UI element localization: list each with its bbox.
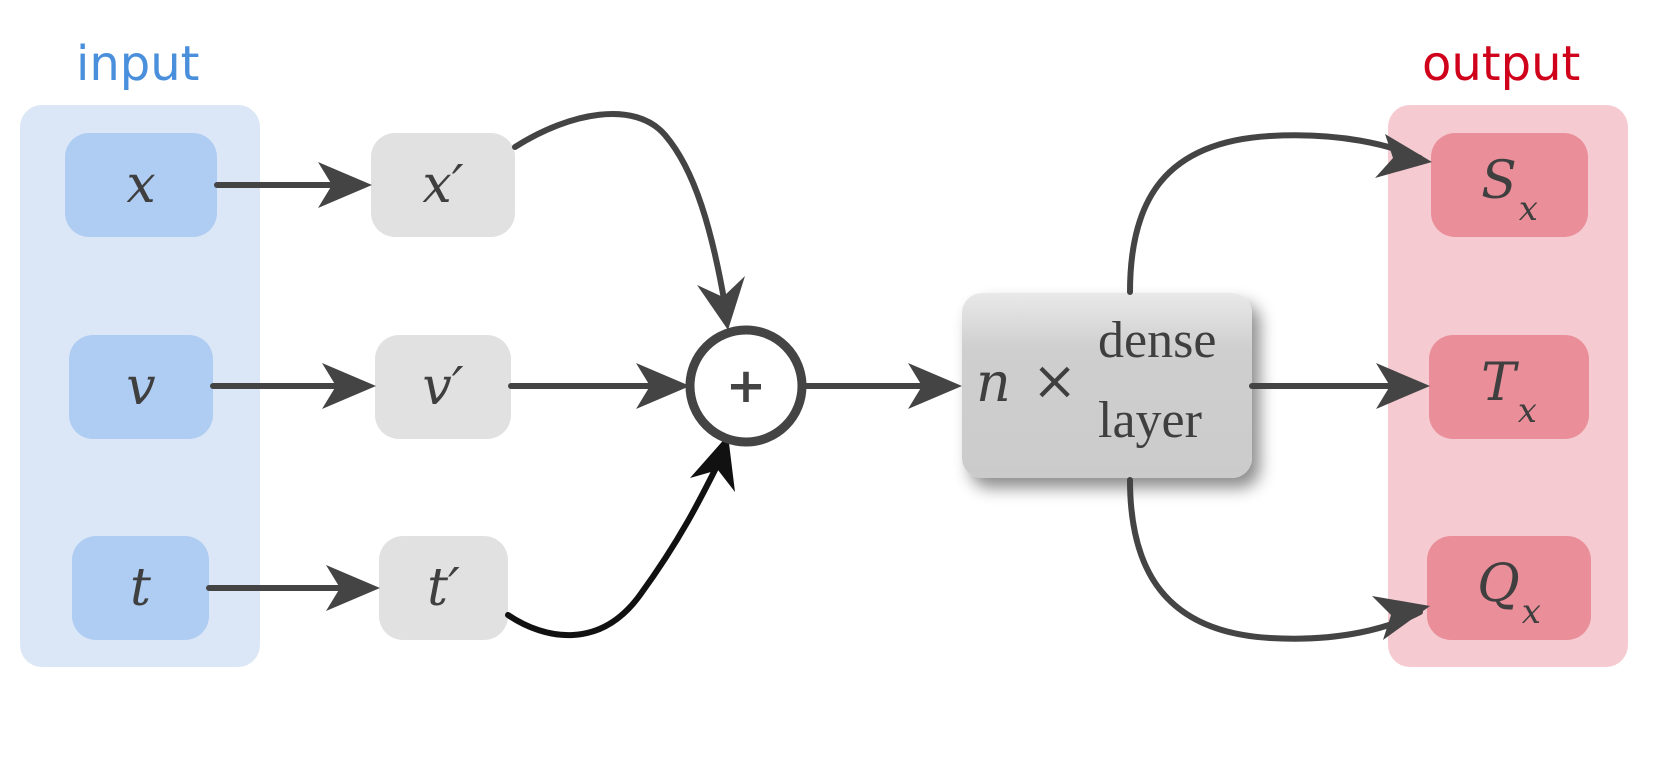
output-label-s: Sx [1481, 151, 1538, 228]
dense-label-line2: layer [1098, 392, 1202, 449]
arrow-x-sum [512, 111, 728, 308]
embed-label-t: t′ [427, 558, 460, 618]
output-node-s: Sx [1431, 133, 1588, 237]
arrowhead-t-embed [326, 565, 380, 611]
output-s-base: S [1481, 151, 1517, 212]
output-q-base: Q [1477, 554, 1520, 615]
input-label-t: t [130, 558, 151, 618]
sum-symbol: + [726, 358, 766, 414]
arrow-dense-q [1127, 477, 1423, 642]
embed-node-x: x′ [371, 133, 515, 237]
output-t-sub: x [1517, 390, 1537, 431]
output-label-q: Qx [1477, 554, 1541, 631]
arrowhead-dense-t [1376, 363, 1430, 409]
embed-node-t: t′ [379, 536, 508, 640]
dense-times: × [1032, 349, 1078, 412]
output-t-base: T [1481, 353, 1516, 414]
sum-node [685, 325, 807, 447]
dense-n: n [976, 351, 1011, 414]
input-node-t: t [72, 536, 209, 640]
arrowhead-dense-s [1375, 134, 1432, 178]
embed-node-v: v′ [375, 335, 511, 439]
output-heading: output [1422, 36, 1581, 92]
input-node-v: v [69, 335, 213, 439]
arrow-t-sum [505, 457, 723, 639]
arrowhead-dense-q [1372, 596, 1430, 640]
input-label-x: x [126, 155, 156, 215]
embed-label-x: x′ [422, 155, 464, 215]
output-s-sub: x [1518, 188, 1538, 229]
output-node-q: Qx [1427, 536, 1591, 640]
arrowhead-sum-dense [908, 363, 962, 409]
input-node-x: x [65, 133, 217, 237]
arrow-dense-s [1127, 132, 1423, 295]
output-q-sub: x [1521, 591, 1541, 632]
arrowhead-x-embed [318, 162, 372, 208]
arrowhead-t-sum [690, 435, 735, 492]
arrowhead-v-embed [322, 363, 376, 409]
input-label-v: v [126, 357, 156, 417]
output-node-t: Tx [1429, 335, 1589, 439]
arrowhead-x-sum [697, 276, 745, 330]
input-heading: input [76, 36, 200, 92]
embed-label-v: v′ [422, 357, 464, 417]
dense-label-line1: dense [1098, 312, 1217, 369]
dense-layer-block: n × dense layer [962, 293, 1252, 478]
arrowhead-v-sum [636, 363, 690, 409]
output-label-t: Tx [1481, 353, 1537, 430]
